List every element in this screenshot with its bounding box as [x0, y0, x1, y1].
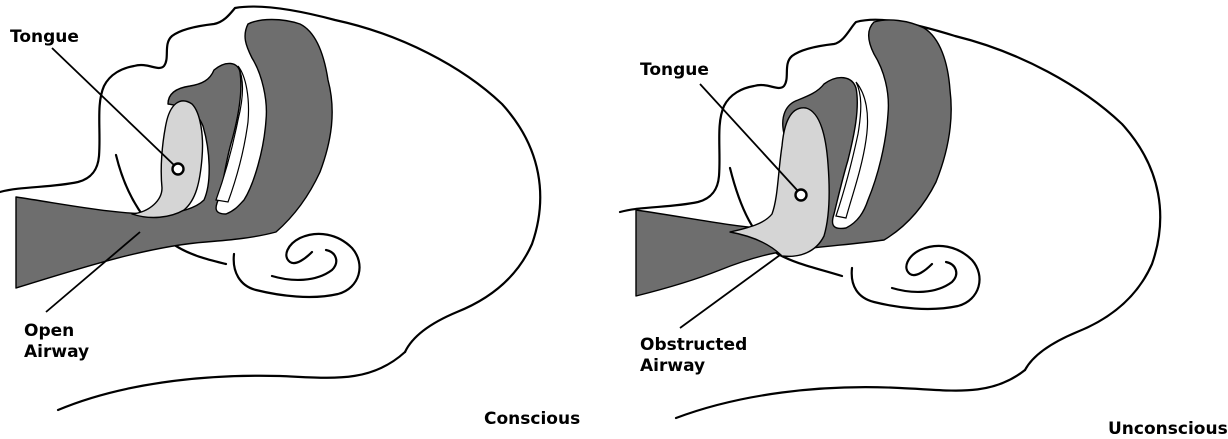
conscious-tongue-label: Tongue — [10, 27, 79, 47]
unconscious-neck-line — [676, 370, 1025, 418]
unconscious-state-label: Unconscious — [1108, 419, 1228, 439]
unconscious-airway-label-line1: Obstructed — [640, 335, 747, 355]
unconscious-tongue-marker — [796, 190, 807, 201]
conscious-airway-label-line1: Open — [24, 321, 74, 341]
conscious-ear — [234, 234, 360, 297]
unconscious-tongue — [730, 108, 829, 257]
conscious-tongue-leader — [52, 48, 175, 166]
unconscious-panel: Tongue Obstructed Airway Unconscious — [620, 20, 1228, 439]
unconscious-ear — [852, 246, 980, 309]
unconscious-airway-label-line2: Airway — [640, 356, 705, 376]
conscious-state-label: Conscious — [484, 409, 580, 429]
unconscious-tongue-label: Tongue — [640, 60, 709, 80]
unconscious-ear-inner — [892, 262, 956, 292]
conscious-tongue-marker — [173, 164, 184, 175]
conscious-panel: Tongue Open Airway Conscious — [0, 7, 580, 430]
conscious-airway-label-line2: Airway — [24, 342, 89, 362]
conscious-neck-line — [58, 352, 405, 410]
conscious-ear-inner — [272, 250, 336, 280]
